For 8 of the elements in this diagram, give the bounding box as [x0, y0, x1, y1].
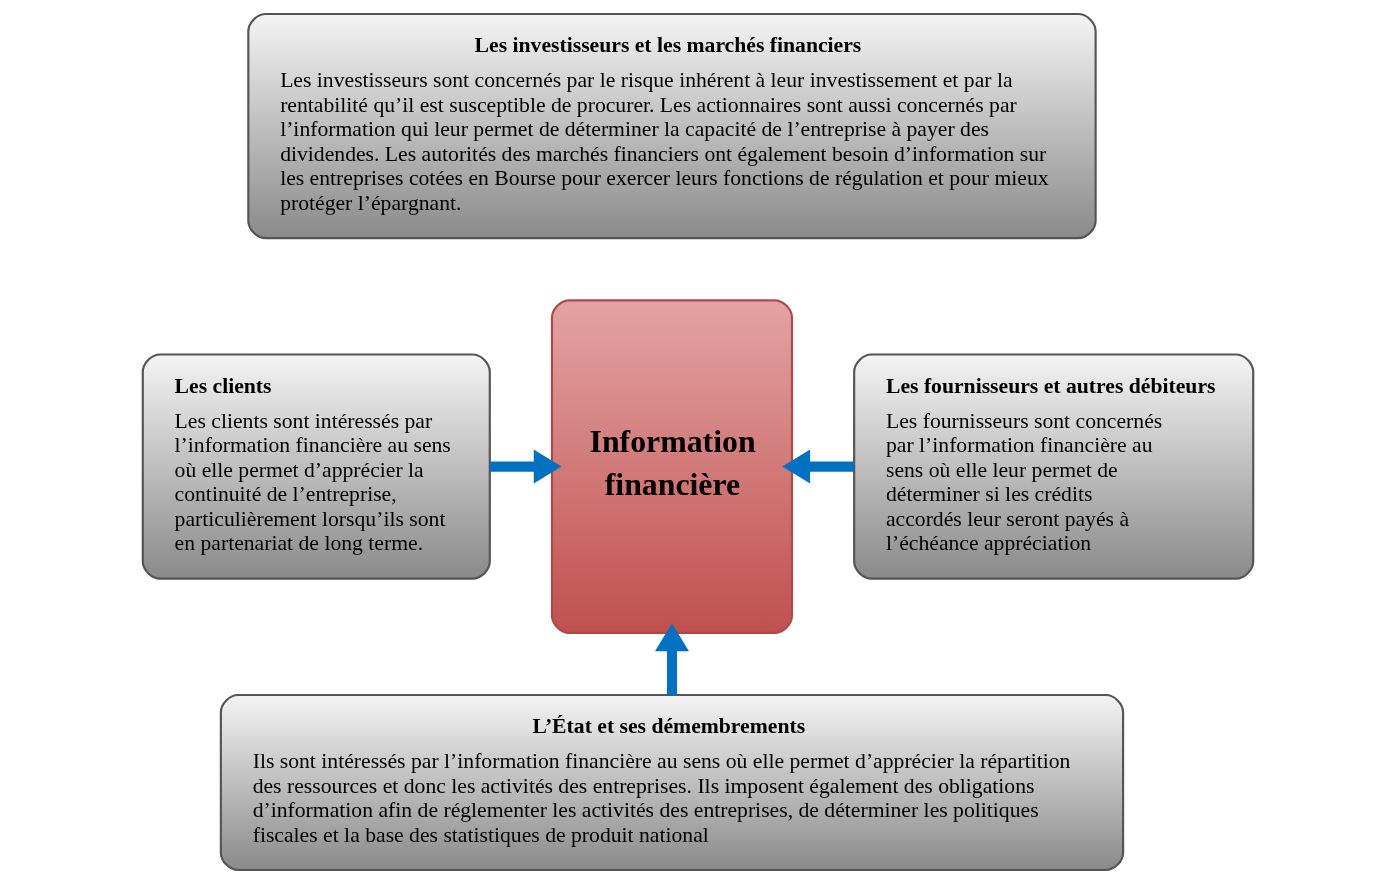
node-box: Information financière: [550, 299, 793, 634]
node-box: L’État et ses démembrements Ils sont intéressés par l’information financière au sens où elle permet d’apprécier la répartition des ressources et donc les activités des entreprises. Ils imposent également des obligations d’information afin de réglementer les activités des entreprises, de déterminer les politiques fiscales et la base des statistiques de produit national: [219, 693, 1124, 872]
arrow: [489, 449, 561, 484]
arrow: [781, 449, 854, 484]
node-box: Les fournisseurs et autres débiteurs Les fournisseurs sont concernés par l’information financière au sens où elle leur permet de déterminer si les crédits accordés leur seront payés à l’échéance appréciation: [852, 353, 1254, 580]
node-box: Les investisseurs et les marchés financiers Les investisseurs sont concernés par le risque inhérent à leur investissement et par la rentabilité qu’il est susceptible de procurer. Les actionnaires sont aussi concernés par l’information qui leur permet de déterminer la capacité de l’entreprise à payer des dividendes. Les autorités des marchés financiers ont également besoin d’information sur les entreprises cotées en Bourse pour exercer leurs fonctions de régulation et pour mieux protéger l’épargnant.: [246, 12, 1097, 240]
arrow: [654, 623, 689, 695]
node-box: Les clients Les clients sont intéressés par l’information financière au sens où elle permet d’apprécier la continuité de l’entreprise, particulièrement lorsqu’ils sont en partenariat de long terme.: [141, 353, 491, 580]
